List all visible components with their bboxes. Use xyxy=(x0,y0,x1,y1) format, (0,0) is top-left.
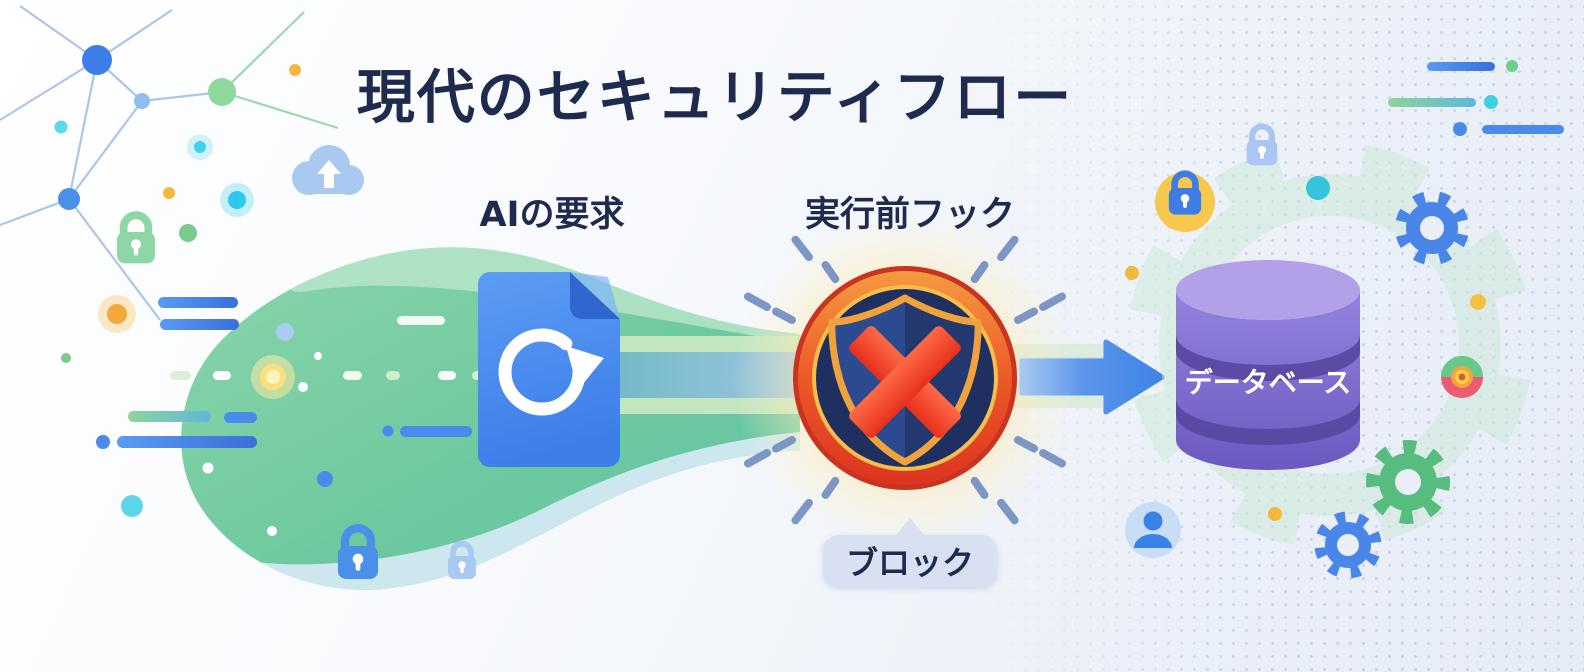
flow-dashes xyxy=(170,316,484,536)
x-mark-icon xyxy=(849,326,961,438)
padlock-icon xyxy=(337,524,379,580)
user-avatar-icon xyxy=(1125,502,1181,558)
database-label: データベース xyxy=(1185,366,1352,399)
block-badge-label: ブロック xyxy=(845,544,974,582)
speed-lines-left xyxy=(61,297,472,517)
speed-lines-right xyxy=(1125,60,1564,521)
database-icon: データベース xyxy=(1176,260,1360,470)
label-ai-request: AIの要求 xyxy=(479,195,625,235)
gear-icon xyxy=(1366,440,1450,524)
block-badge: ブロック xyxy=(823,518,997,587)
flow-arrow-icon xyxy=(1019,339,1165,415)
padlock-icon xyxy=(116,211,156,264)
gear-icon xyxy=(1314,511,1382,579)
shield-block-icon xyxy=(793,266,1017,490)
target-icon xyxy=(1441,356,1483,398)
label-pre-execution-hook: 実行前フック xyxy=(804,195,1015,235)
network-graph xyxy=(0,5,339,321)
network-nodes xyxy=(54,45,301,210)
shield-rays xyxy=(744,235,1066,525)
padlock-icon xyxy=(448,540,476,579)
refresh-document-icon xyxy=(478,272,620,467)
cloud-upload-icon xyxy=(292,145,364,195)
padlock-icon xyxy=(1246,123,1278,166)
padlock-icon xyxy=(1168,170,1202,215)
diagram-title: 現代のセキュリティフロー xyxy=(356,63,1074,131)
